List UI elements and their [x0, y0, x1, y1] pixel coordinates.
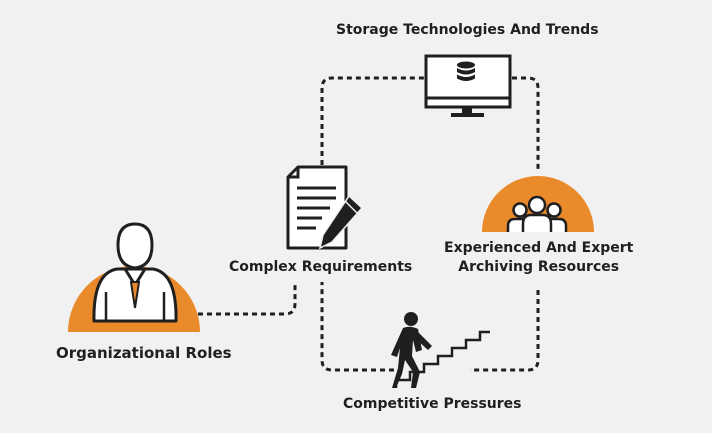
monitor-database-icon	[424, 54, 512, 117]
businessman-icon	[68, 222, 200, 332]
team-group-icon	[482, 176, 594, 232]
document-pen-icon	[286, 165, 364, 250]
experienced-label-line2: Archiving Resources	[458, 259, 620, 275]
competitive-pressures-label: Competitive Pressures	[343, 396, 522, 412]
experienced-label-line1: Experienced And Expert	[444, 240, 634, 256]
complex-requirements-label: Complex Requirements	[229, 259, 413, 275]
database-icon	[457, 61, 475, 81]
dashed-loop-connector	[198, 76, 540, 372]
connector-right-down	[470, 290, 540, 372]
connector-top-right	[512, 76, 540, 170]
storage-technologies-label: Storage Technologies And Trends	[336, 22, 599, 38]
person-climbing-stairs-icon	[391, 312, 490, 388]
pen-icon	[318, 194, 364, 250]
organizational-roles-label: Organizational Roles	[56, 344, 232, 362]
experienced-resources-label: Experienced And Expert Archiving Resourc…	[444, 239, 633, 277]
connector-org-to-complex	[198, 282, 297, 316]
connector-bottom-left	[320, 282, 394, 372]
connector-top-left	[320, 76, 424, 165]
